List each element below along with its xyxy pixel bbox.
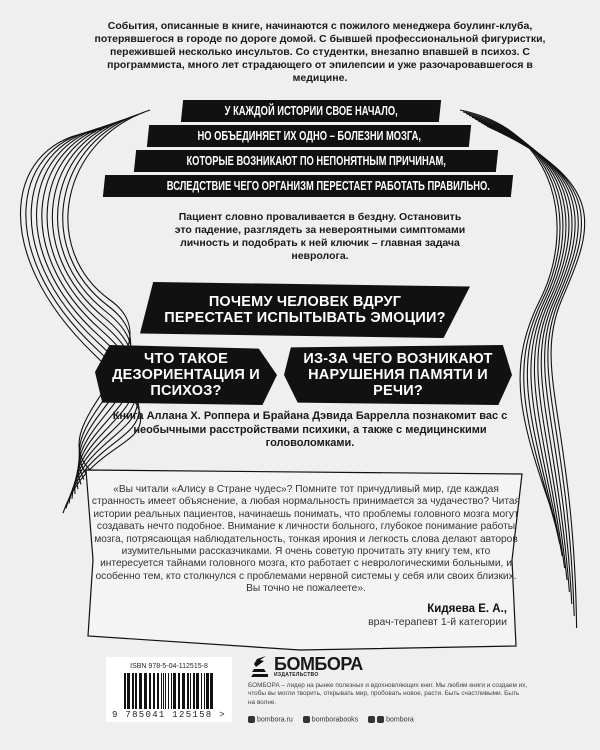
contour-line-left bbox=[36, 123, 137, 499]
barcode-bar bbox=[168, 673, 169, 709]
instagram-icon bbox=[248, 716, 255, 723]
patient-paragraph: Пациент словно проваливается в бездну. О… bbox=[174, 211, 466, 262]
intro-text: События, описанные в книге, начинаются с… bbox=[94, 20, 546, 84]
vk-icon bbox=[302, 716, 310, 723]
social-tiktok[interactable]: bombora bbox=[368, 716, 414, 723]
banner-line-3: КОТОРЫЕ ВОЗНИКАЮТ ПО НЕПОНЯТНЫМ ПРИЧИНАМ… bbox=[133, 150, 499, 172]
barcode-bar bbox=[144, 673, 147, 709]
barcode-bars bbox=[124, 673, 213, 709]
social-site[interactable]: bombora.ru bbox=[248, 716, 293, 723]
barcode-bar bbox=[206, 673, 209, 709]
contour-line-right bbox=[480, 122, 579, 605]
barcode-bar bbox=[139, 673, 142, 709]
barcode-bar bbox=[182, 673, 185, 709]
barcode-bar bbox=[163, 673, 164, 709]
social-vk[interactable]: bomborabooks bbox=[302, 716, 358, 723]
review-quote: «Вы читали «Алису в Стране чудес»? Помни… bbox=[91, 484, 521, 595]
barcode-bar bbox=[193, 673, 195, 709]
book-description: Книга Аллана Х. Роппера и Брайана Дэвида… bbox=[112, 410, 508, 449]
contour-line-left bbox=[41, 121, 136, 495]
contour-line-right bbox=[474, 118, 573, 581]
barcode-bar bbox=[149, 673, 151, 709]
contour-line-right bbox=[471, 116, 570, 569]
barcode-bar bbox=[210, 673, 213, 709]
review-author-title: врач-терапевт 1-й категории bbox=[368, 616, 507, 628]
banner-line-2: НО ОБЪЕДИНЯЕТ ИХ ОДНО – БОЛЕЗНИ МОЗГА, bbox=[146, 125, 472, 147]
telegram-icon bbox=[377, 716, 385, 723]
barcode-bar bbox=[135, 673, 137, 709]
question-disorientation: ЧТО ТАКОЕ ДЕЗОРИЕНТАЦИЯ И ПСИХОЗ? bbox=[95, 345, 277, 405]
banner-line-4: ВСЛЕДСТВИЕ ЧЕГО ОРГАНИЗМ ПЕРЕСТАЕТ РАБОТ… bbox=[102, 175, 514, 197]
publisher-subtitle: ИЗДАТЕЛЬСТВО bbox=[274, 672, 319, 678]
barcode-bar bbox=[187, 673, 189, 709]
barcode-bar bbox=[127, 673, 130, 709]
isbn-number: ISBN 978-5-04-112515-8 bbox=[130, 663, 208, 670]
publisher-name: БОМБОРА bbox=[274, 654, 363, 674]
barcode-bar bbox=[173, 673, 176, 709]
contour-line-right bbox=[468, 114, 567, 557]
contour-line-left bbox=[25, 128, 140, 509]
contour-line-left bbox=[19, 131, 142, 514]
contour-line-right bbox=[486, 125, 586, 629]
contour-line-left bbox=[57, 114, 139, 480]
bombora-logo-icon bbox=[251, 656, 268, 677]
publisher-logo: БОМБОРА ИЗДАТЕЛЬСТВО bbox=[248, 655, 363, 679]
barcode-bar bbox=[201, 673, 202, 709]
contour-line-right bbox=[465, 113, 564, 545]
barcode-bar bbox=[178, 673, 180, 709]
contour-line-left bbox=[30, 126, 138, 504]
publisher-about: БОМБОРА – лидер на рынке полезных и вдох… bbox=[248, 682, 528, 706]
question-memory: ИЗ-ЗА ЧЕГО ВОЗНИКАЮТ НАРУШЕНИЯ ПАМЯТИ И … bbox=[284, 345, 512, 405]
question-emotions: ПОЧЕМУ ЧЕЛОВЕК ВДРУГ ПЕРЕСТАЕТ ИСПЫТЫВАТ… bbox=[140, 282, 470, 338]
barcode-bar bbox=[124, 673, 126, 709]
contour-line-left bbox=[51, 116, 133, 485]
quote-frame bbox=[85, 469, 523, 651]
contour-line-right bbox=[477, 120, 576, 593]
review-signature: Кидяева Е. А., врач-терапевт 1-й категор… bbox=[368, 603, 507, 629]
banner-line-1: У КАЖДОЙ ИСТОРИИ СВОЕ НАЧАЛО, bbox=[180, 100, 442, 122]
barcode-bar bbox=[190, 673, 191, 709]
barcode-bar bbox=[157, 673, 159, 709]
barcode-bar bbox=[132, 673, 134, 709]
contour-line-left bbox=[67, 109, 151, 471]
contour-line-left bbox=[62, 111, 145, 476]
barcode-bar bbox=[153, 673, 155, 709]
isbn-barcode: ISBN 978-5-04-112515-8 9 785041 125158 > bbox=[106, 657, 232, 722]
barcode-bar bbox=[204, 673, 205, 709]
barcode-bar bbox=[161, 673, 162, 709]
publisher-socials: bombora.ru bomborabooks bombora bbox=[248, 716, 414, 723]
barcode-bar bbox=[171, 673, 172, 709]
contour-line-right bbox=[483, 123, 583, 617]
review-author: Кидяева Е. А., bbox=[427, 603, 507, 615]
barcode-bar bbox=[165, 673, 166, 709]
tiktok-icon bbox=[368, 716, 376, 723]
barcode-bar bbox=[196, 673, 199, 709]
contour-line-left bbox=[46, 119, 135, 490]
barcode-digits: 9 785041 125158 > bbox=[112, 710, 226, 720]
